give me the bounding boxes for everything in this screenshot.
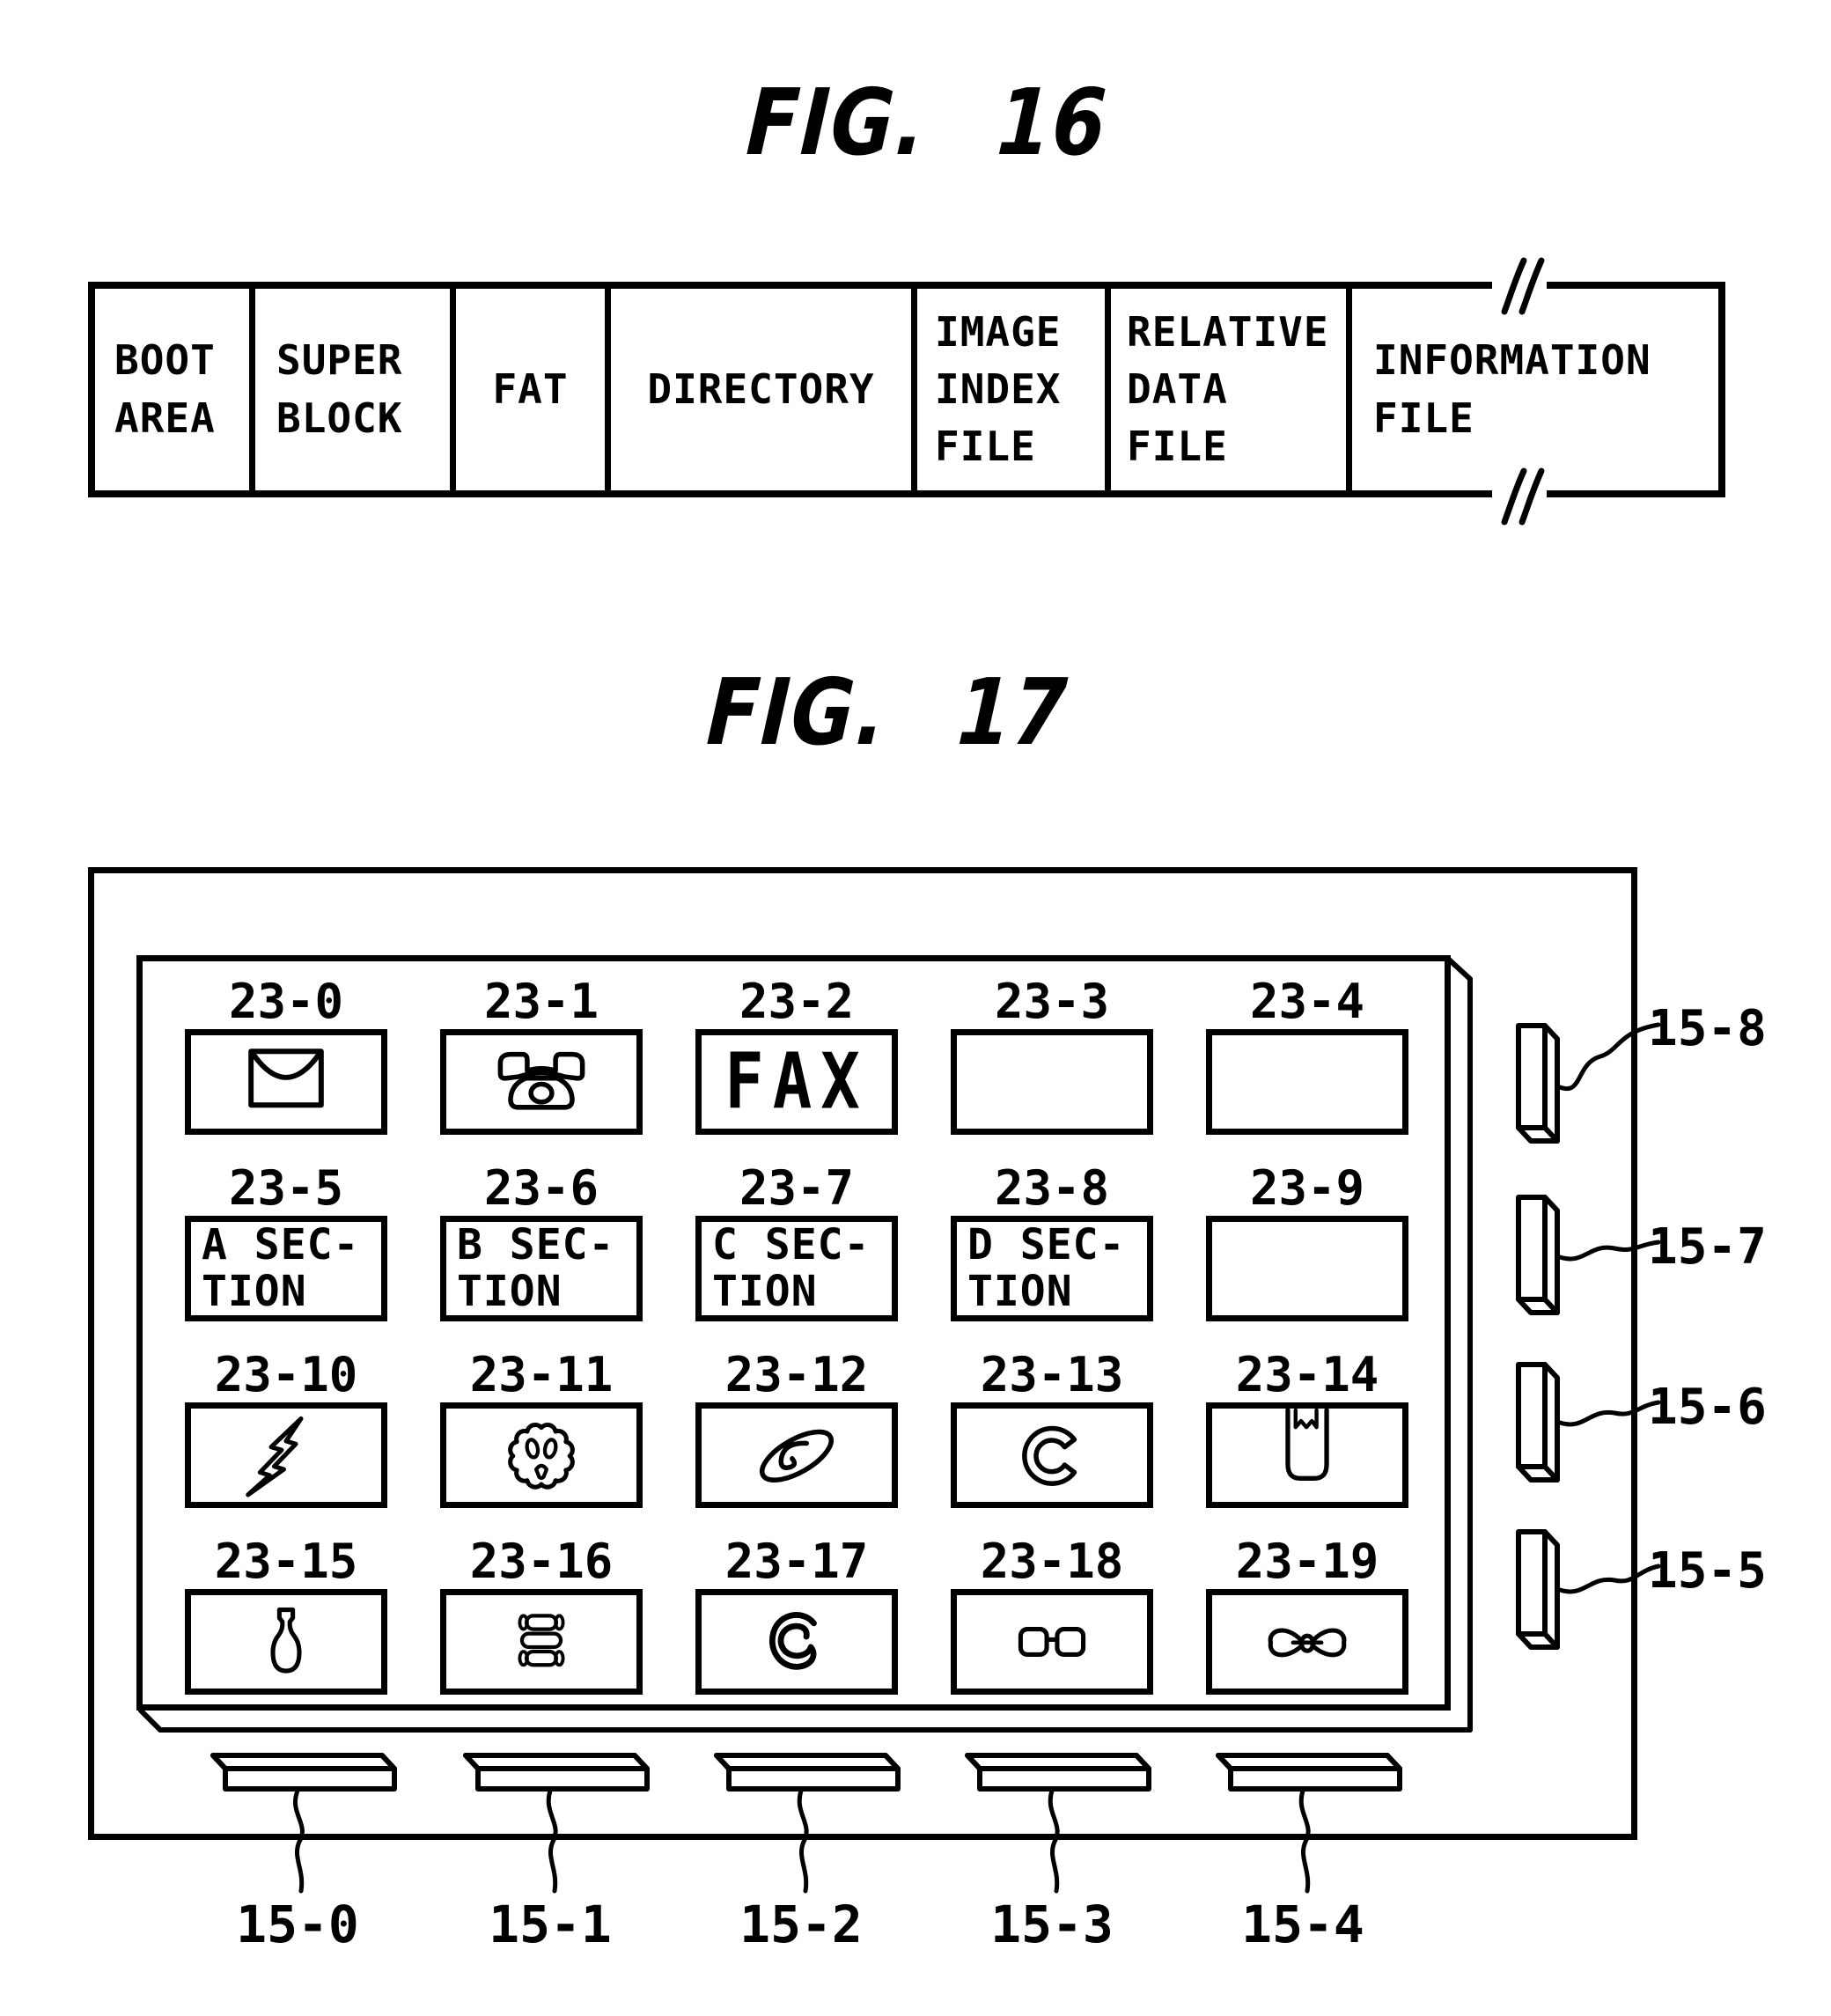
ref-label-15-1: 15-1: [489, 1895, 612, 1954]
touch-key-label: 23-18: [980, 1534, 1124, 1589]
touch-key[interactable]: C SEC- TION: [695, 1216, 898, 1321]
eyeglasses-icon: [1018, 1627, 1086, 1657]
break-mark-icon: [1492, 467, 1547, 526]
grid-cell: 23-3: [951, 974, 1153, 1135]
touch-key-label: 23-4: [1249, 974, 1365, 1029]
touch-key[interactable]: [951, 1589, 1153, 1695]
touch-key[interactable]: [440, 1029, 643, 1135]
pouch-icon: [1285, 1409, 1329, 1481]
touch-key[interactable]: [185, 1402, 387, 1508]
grid-cell: 23-16: [440, 1534, 643, 1695]
touch-key-label: 23-9: [1249, 1160, 1365, 1216]
touch-key[interactable]: [951, 1029, 1153, 1135]
grid-cell: 23-15: [185, 1534, 387, 1695]
segment-information-file: INFORMATION FILE: [1373, 336, 1651, 442]
fig16-title: FIG. 16: [744, 69, 1111, 176]
segment-directory: DIRECTORY: [611, 289, 917, 490]
grid-cell: 23-14: [1206, 1347, 1408, 1508]
touch-key[interactable]: A SEC- TION: [185, 1216, 387, 1321]
ref-label-15-3: 15-3: [990, 1895, 1114, 1954]
touch-key[interactable]: D SEC- TION: [951, 1216, 1153, 1321]
ref-label-15-0: 15-0: [236, 1895, 359, 1954]
touch-key[interactable]: B SEC- TION: [440, 1216, 643, 1321]
grid-cell: 23-9: [1206, 1160, 1408, 1321]
touch-key-label: 23-12: [724, 1347, 869, 1402]
touch-key-label: 23-0: [228, 974, 344, 1029]
section-key-text: A SEC- TION: [202, 1220, 360, 1316]
grid-cell: 23-19: [1206, 1534, 1408, 1695]
section-key-text: B SEC- TION: [457, 1220, 615, 1316]
grid-cell: 23-11: [440, 1347, 643, 1508]
segment-boot-area: BOOT AREA: [95, 289, 255, 490]
grid-cell: 23-6 B SEC- TION: [440, 1160, 643, 1321]
touch-key[interactable]: [440, 1402, 643, 1508]
touch-key-label: 23-14: [1235, 1347, 1379, 1402]
grid-cell: 23-12: [695, 1347, 898, 1508]
scroll-stack-icon: [518, 1614, 565, 1667]
touch-key[interactable]: [695, 1402, 898, 1508]
envelope-icon: [248, 1048, 324, 1108]
touch-key-label: 23-11: [469, 1347, 614, 1402]
touch-key[interactable]: [1206, 1589, 1408, 1695]
vase-icon: [270, 1608, 302, 1674]
lightning-icon: [246, 1416, 304, 1497]
grid-cell: 23-5 A SEC- TION: [185, 1160, 387, 1321]
gear-icon: [508, 1423, 575, 1490]
grid-cell: 23-10: [185, 1347, 387, 1508]
grid-cell: 23-17: [695, 1534, 898, 1695]
section-key-text: D SEC- TION: [967, 1220, 1126, 1316]
grid-cell: 23-4: [1206, 974, 1408, 1135]
touch-key-label: 23-8: [994, 1160, 1110, 1216]
fig16-storage-layout-bar: BOOT AREA SUPER BLOCK FAT DIRECTORY IMAG…: [88, 282, 1725, 497]
touch-key[interactable]: [185, 1029, 387, 1135]
touch-key-label: 23-7: [739, 1160, 855, 1216]
touch-key-label: 23-17: [724, 1534, 869, 1589]
segment-relative-data-file: RELATIVE DATA FILE: [1111, 289, 1352, 490]
grid-cell: 23-18: [951, 1534, 1153, 1695]
touch-key-label: 23-15: [214, 1534, 358, 1589]
segment-image-index-file: IMAGE INDEX FILE: [917, 289, 1111, 490]
ref-label-15-5: 15-5: [1648, 1542, 1767, 1600]
touch-key-label: 23-1: [483, 974, 599, 1029]
ref-label-15-7: 15-7: [1648, 1218, 1767, 1276]
ref-label-15-4: 15-4: [1241, 1895, 1364, 1954]
open-ring-icon: [1022, 1425, 1077, 1486]
touch-key[interactable]: [695, 1589, 898, 1695]
break-mark-icon: [1492, 257, 1547, 315]
touch-key[interactable]: [1206, 1402, 1408, 1508]
fig17-title: FIG. 17: [704, 659, 1071, 766]
grid-cell: 23-7 C SEC- TION: [695, 1160, 898, 1321]
grid-cell: 23-13: [951, 1347, 1153, 1508]
touch-key[interactable]: [185, 1589, 387, 1695]
touch-key-label: 23-16: [469, 1534, 614, 1589]
segment-fat: FAT: [456, 289, 611, 490]
ref-label-15-6: 15-6: [1648, 1379, 1767, 1436]
ref-label-15-2: 15-2: [739, 1895, 863, 1954]
section-key-text: C SEC- TION: [712, 1220, 871, 1316]
touch-key-label: 23-13: [980, 1347, 1124, 1402]
touch-key-label: 23-3: [994, 974, 1110, 1029]
telephone-icon: [497, 1051, 585, 1110]
galaxy-icon: [759, 1429, 835, 1483]
touch-key[interactable]: [1206, 1216, 1408, 1321]
touch-key-label: 23-5: [228, 1160, 344, 1216]
touch-key-label: 23-2: [739, 974, 855, 1029]
touch-key-label: 23-10: [214, 1347, 358, 1402]
touch-key[interactable]: [951, 1402, 1153, 1508]
spiral-icon: [768, 1612, 817, 1670]
touch-key-label: 23-19: [1235, 1534, 1379, 1589]
grid-cell: 23-8 D SEC- TION: [951, 1160, 1153, 1321]
touch-key[interactable]: FAX: [695, 1029, 898, 1135]
bow-icon: [1268, 1628, 1347, 1658]
touch-key-label: 23-6: [483, 1160, 599, 1216]
grid-cell: 23-0: [185, 974, 387, 1135]
touch-key[interactable]: [440, 1589, 643, 1695]
ref-label-15-8: 15-8: [1648, 1000, 1767, 1057]
grid-cell: 23-2 FAX: [695, 974, 898, 1135]
fax-key-text: FAX: [724, 1036, 869, 1127]
touch-key[interactable]: [1206, 1029, 1408, 1135]
grid-cell: 23-1: [440, 974, 643, 1135]
segment-super-block: SUPER BLOCK: [255, 289, 456, 490]
